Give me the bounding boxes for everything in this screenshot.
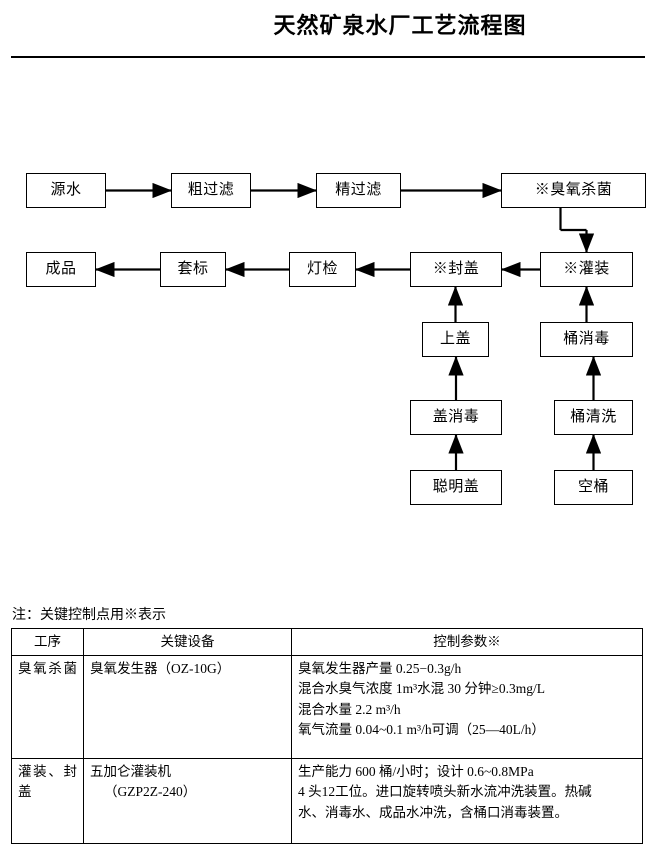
flow-node-jingguolv: 精过滤	[316, 173, 401, 208]
column-header-equipment: 关键设备	[83, 628, 292, 656]
equipment-name: 臭氧发生器（OZ-10G）	[90, 661, 231, 676]
table-row: 灌装、封盖五加仑灌装机 （GZP2Z-240） 生产能力 600 桶/小时；设计 0…	[11, 758, 643, 844]
flow-node-gaixiaodu: 盖消毒	[410, 400, 502, 435]
equipment-name: 五加仑灌装机	[90, 764, 171, 779]
table-row: 臭氧杀菌臭氧发生器（OZ-10G） 臭氧发生器产量 0.25−0.3g/h 混合水臭…	[11, 655, 643, 759]
flow-connectors	[94, 182, 602, 470]
flow-node-tongxiaodu: 桶消毒	[540, 322, 633, 357]
parameter-line: 4 头12工位。进口旋转喷头新水流冲洗装置。热碱	[298, 784, 592, 800]
flow-node-label: 粗过滤	[187, 182, 235, 198]
flow-node-guanzhuang: ※灌装	[540, 252, 633, 287]
flow-node-chouyang: ※臭氧杀菌	[501, 173, 646, 208]
flow-node-fenggai: ※封盖	[410, 252, 502, 287]
parameter-line: 混合水量 2.2 m³/h	[298, 701, 401, 717]
flow-node-label: 成品	[45, 261, 77, 277]
flow-node-label: 源水	[50, 182, 82, 198]
flow-node-shanggai: 上盖	[422, 322, 489, 357]
flow-node-label: ※灌装	[563, 261, 610, 277]
parameter-line: 臭氧发生器产量 0.25−0.3g/h	[298, 661, 462, 676]
flow-node-label: 桶清洗	[570, 409, 617, 425]
cell-parameters: 生产能力 600 桶/小时；设计 0.6~0.8MPa 4 头12工位。进口旋转喷…	[291, 758, 643, 844]
flow-node-yuanshui: 源水	[26, 173, 106, 208]
flow-node-label: 灯检	[306, 261, 338, 277]
flow-node-kongtong: 空桶	[554, 470, 633, 505]
flow-node-tongqingxi: 桶清洗	[554, 400, 633, 435]
flow-node-label: 空桶	[577, 479, 609, 495]
flow-node-chengpin: 成品	[26, 252, 96, 287]
cell-process: 灌装、封盖	[11, 758, 84, 844]
parameter-line: 氧气流量 0.04~0.1 m³/h可调（25—40L/h）	[298, 721, 545, 737]
page-title: 天然矿泉水厂工艺流程图	[273, 13, 527, 38]
column-header-parameters: 控制参数※	[291, 628, 643, 656]
flow-node-label: ※封盖	[432, 261, 480, 277]
control-parameter-table: 工序 关键设备 控制参数※ 臭氧杀菌臭氧发生器（OZ-10G） 臭氧发生器产量 0…	[11, 628, 643, 844]
cell-equipment: 臭氧发生器（OZ-10G）	[83, 655, 292, 759]
cell-parameters: 臭氧发生器产量 0.25−0.3g/h 混合水臭气浓度 1m³水混 30 分钟≥0…	[291, 655, 643, 759]
process-flowchart: 源水 粗过滤 精过滤 ※臭氧杀菌成品 套标 灯检 ※封盖 ※灌装上盖 桶消毒盖消毒 桶清洗聪明盖 空…	[26, 173, 646, 505]
flow-node-label: 盖消毒	[432, 409, 480, 425]
flow-node-label: ※臭氧杀菌	[534, 182, 613, 198]
flow-node-label: 上盖	[439, 331, 471, 347]
flow-node-label: 聪明盖	[432, 479, 480, 495]
flow-node-cuguolv: 粗过滤	[171, 173, 251, 208]
equipment-model: （GZP2Z-240）	[104, 784, 197, 800]
cell-process: 臭氧杀菌	[11, 655, 84, 759]
parameter-line: 水、消毒水、成品水冲洗，含桶口消毒装置。	[298, 804, 568, 820]
title-divider	[11, 56, 645, 58]
flow-node-label: 精过滤	[335, 182, 382, 198]
parameter-line: 混合水臭气浓度 1m³水混 30 分钟≥0.3mg/L	[298, 681, 545, 697]
cell-equipment: 五加仑灌装机 （GZP2Z-240）	[83, 758, 292, 844]
flow-node-congminggai: 聪明盖	[410, 470, 502, 505]
flow-node-taobiao: 套标	[160, 252, 226, 287]
flow-node-label: 桶消毒	[563, 331, 610, 347]
flow-node-dengjian: 灯检	[289, 252, 356, 287]
table-header-row: 工序 关键设备 控制参数※	[11, 628, 643, 656]
legend-note: 注：关键控制点用※表示	[12, 608, 166, 623]
column-header-process: 工序	[11, 628, 84, 656]
flow-node-label: 套标	[177, 261, 209, 277]
parameter-line: 生产能力 600 桶/小时；设计 0.6~0.8MPa	[298, 764, 534, 779]
